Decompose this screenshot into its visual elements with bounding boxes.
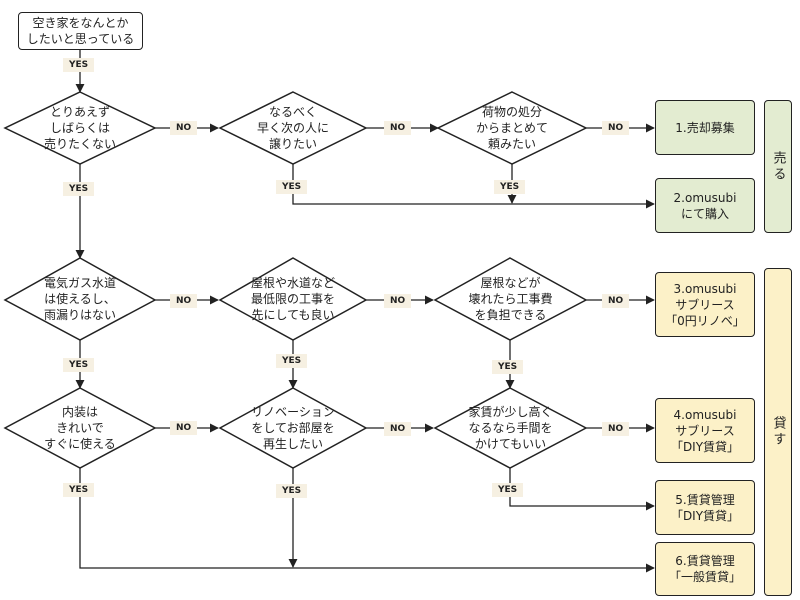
no-label: NO xyxy=(384,121,412,135)
decision-q7-label: 内装は きれいで すぐに使える xyxy=(44,405,116,451)
decision-q4-label: 電気ガス水道 は使えるし、 雨漏りはない xyxy=(43,276,116,322)
yes-label: YES xyxy=(63,358,95,372)
decision-q7 xyxy=(3,387,157,469)
decision-q5 xyxy=(218,257,368,341)
yes-label: YES xyxy=(276,354,308,368)
no-label: NO xyxy=(602,422,630,436)
decision-q1 xyxy=(3,91,157,165)
yes-label: YES xyxy=(276,484,308,498)
no-label: NO xyxy=(602,121,630,135)
decision-q9 xyxy=(433,387,588,469)
decision-q5-label: 屋根や水道など 最低限の工事を 先にしても良い xyxy=(250,276,335,322)
no-label: NO xyxy=(384,294,412,308)
no-label: NO xyxy=(384,422,412,436)
no-label: NO xyxy=(170,121,198,135)
decision-q2-label: なるべく 早く次の人に 譲りたい xyxy=(256,105,329,151)
outcome-management-diy: 5.賃貸管理 「DIY賃貸」 xyxy=(655,480,755,535)
no-label: NO xyxy=(602,294,630,308)
yes-label: YES xyxy=(63,182,95,196)
decision-q8-label: リノベーション をしてお部屋を 再生したい xyxy=(251,405,335,451)
yes-label: YES xyxy=(494,180,526,194)
category-rent: 貸す xyxy=(764,268,792,596)
outcome-sale: 1.売却募集 xyxy=(655,100,755,155)
connector-q7-o6 xyxy=(79,468,655,573)
yes-label: YES xyxy=(492,483,524,497)
connector-q9-o5 xyxy=(509,468,655,511)
yes-label: YES xyxy=(63,58,95,72)
decision-q1-label: とりあえず しばらくは 売りたくない xyxy=(43,105,116,151)
no-label: NO xyxy=(170,421,198,435)
decision-q8 xyxy=(218,387,368,469)
outcome-sublease-diy: 4.omusubi サブリース 「DIY賃貸」 xyxy=(655,398,755,463)
decision-q9-label: 家賃が少し高く なるなら手間を かけてもいい xyxy=(468,405,553,451)
decision-q6 xyxy=(433,257,588,341)
connector-q2-o2 xyxy=(292,164,655,209)
decision-q3-label: 荷物の処分 からまとめて 頼みたい xyxy=(475,105,548,151)
outcome-sublease-zero-renov: 3.omusubi サブリース 「0円リノベ」 xyxy=(655,272,755,337)
decision-q3 xyxy=(436,91,588,165)
start-box: 空き家をなんとか したいと思っている xyxy=(18,12,143,50)
decision-q6-label: 屋根などが 壊れたら工事費 を負担できる xyxy=(468,276,553,322)
yes-label: YES xyxy=(63,483,95,497)
decision-q4 xyxy=(3,257,157,341)
outcome-omusubi-purchase: 2.omusubi にて購入 xyxy=(655,178,755,233)
decision-q2 xyxy=(218,91,368,165)
no-label: NO xyxy=(170,294,198,308)
outcome-management-general: 6.賃貸管理 「一般賃貸」 xyxy=(655,542,755,596)
yes-label: YES xyxy=(492,360,524,374)
yes-label: YES xyxy=(276,180,308,194)
category-sell: 売る xyxy=(764,100,792,233)
